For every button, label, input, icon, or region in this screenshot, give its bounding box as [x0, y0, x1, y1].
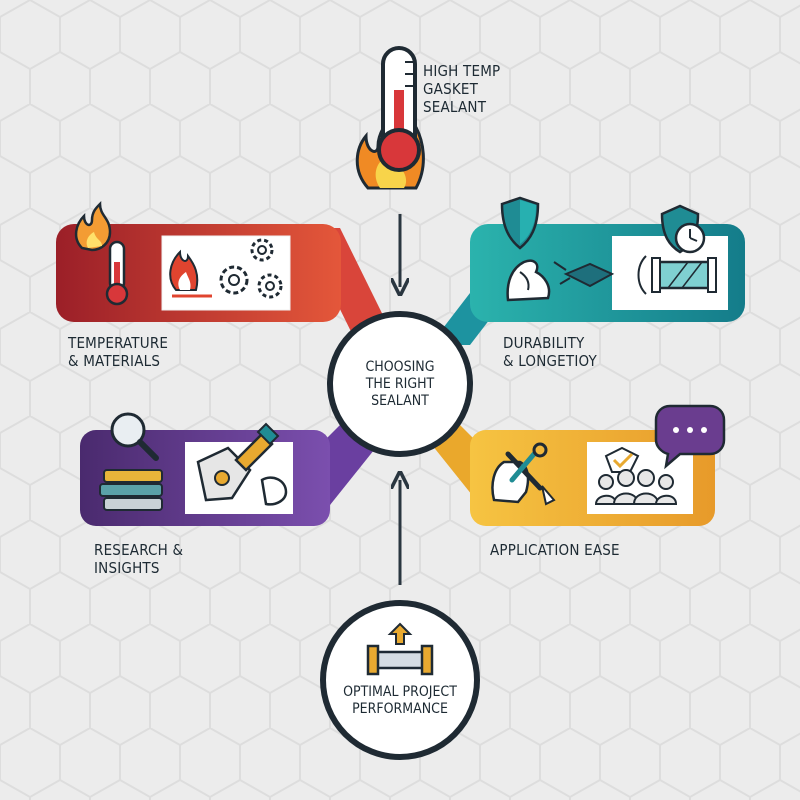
- team-check-icon: [594, 446, 678, 505]
- branch-label-application-line-1: APPLICATION EASE: [490, 541, 620, 559]
- branch-label-durability-line-1: DURABILITY: [503, 334, 585, 352]
- thermometer-icon: [105, 240, 129, 306]
- outcome-label: OPTIMAL PROJECT PERFORMANCE: [326, 684, 474, 718]
- center-label: CHOOSING THE RIGHT SEALANT: [340, 359, 460, 410]
- thermometer-flame-icon: [355, 46, 425, 190]
- branch-label-application: APPLICATION EASE: [490, 541, 620, 559]
- branch-label-temperature: TEMPERATURE & MATERIALS: [68, 334, 168, 370]
- tag-brush-icon: [196, 422, 288, 506]
- header-title-line-1: HIGH TEMP: [423, 62, 501, 80]
- branch-label-research-line-1: RESEARCH &: [94, 541, 184, 559]
- center-circle: [327, 311, 473, 457]
- header-title: HIGH TEMP GASKET SEALANT: [423, 62, 500, 116]
- branch-label-research-line-2: INSIGHTS: [94, 559, 160, 577]
- fire-gears-icon: [169, 238, 283, 299]
- speech-bubble-icon: [654, 404, 726, 470]
- branch-label-temperature-line-1: TEMPERATURE: [68, 334, 169, 352]
- pipe-upgrade-icon: [366, 622, 434, 676]
- center-label-line-1: CHOOSING: [365, 359, 435, 375]
- flexed-arm-icon: [506, 259, 551, 302]
- branch-label-durability-line-2: & LONGETIOY: [503, 352, 597, 370]
- outcome-circle: [320, 600, 480, 760]
- shield-clock-icon: [660, 204, 706, 254]
- branch-label-durability: DURABILITY & LONGETIOY: [503, 334, 597, 370]
- flame-icon: [74, 200, 112, 252]
- branch-label-temperature-line-2: & MATERIALS: [68, 352, 161, 370]
- outcome-label-line-2: PERFORMANCE: [352, 701, 448, 717]
- hand-tools-icon: [491, 442, 556, 506]
- center-label-line-2: THE RIGHT: [365, 376, 435, 392]
- center-label-line-3: SEALANT: [371, 393, 429, 409]
- magnifier-icon: [110, 412, 159, 461]
- pipe-joint-icon: [553, 255, 717, 295]
- outcome-label-line-1: OPTIMAL PROJECT: [343, 684, 457, 700]
- header-title-line-3: SEALANT: [423, 98, 487, 116]
- branch-label-research: RESEARCH & INSIGHTS: [94, 541, 183, 577]
- shield-icon: [500, 196, 540, 250]
- books-icon: [99, 469, 163, 511]
- header-title-line-2: GASKET: [423, 80, 479, 98]
